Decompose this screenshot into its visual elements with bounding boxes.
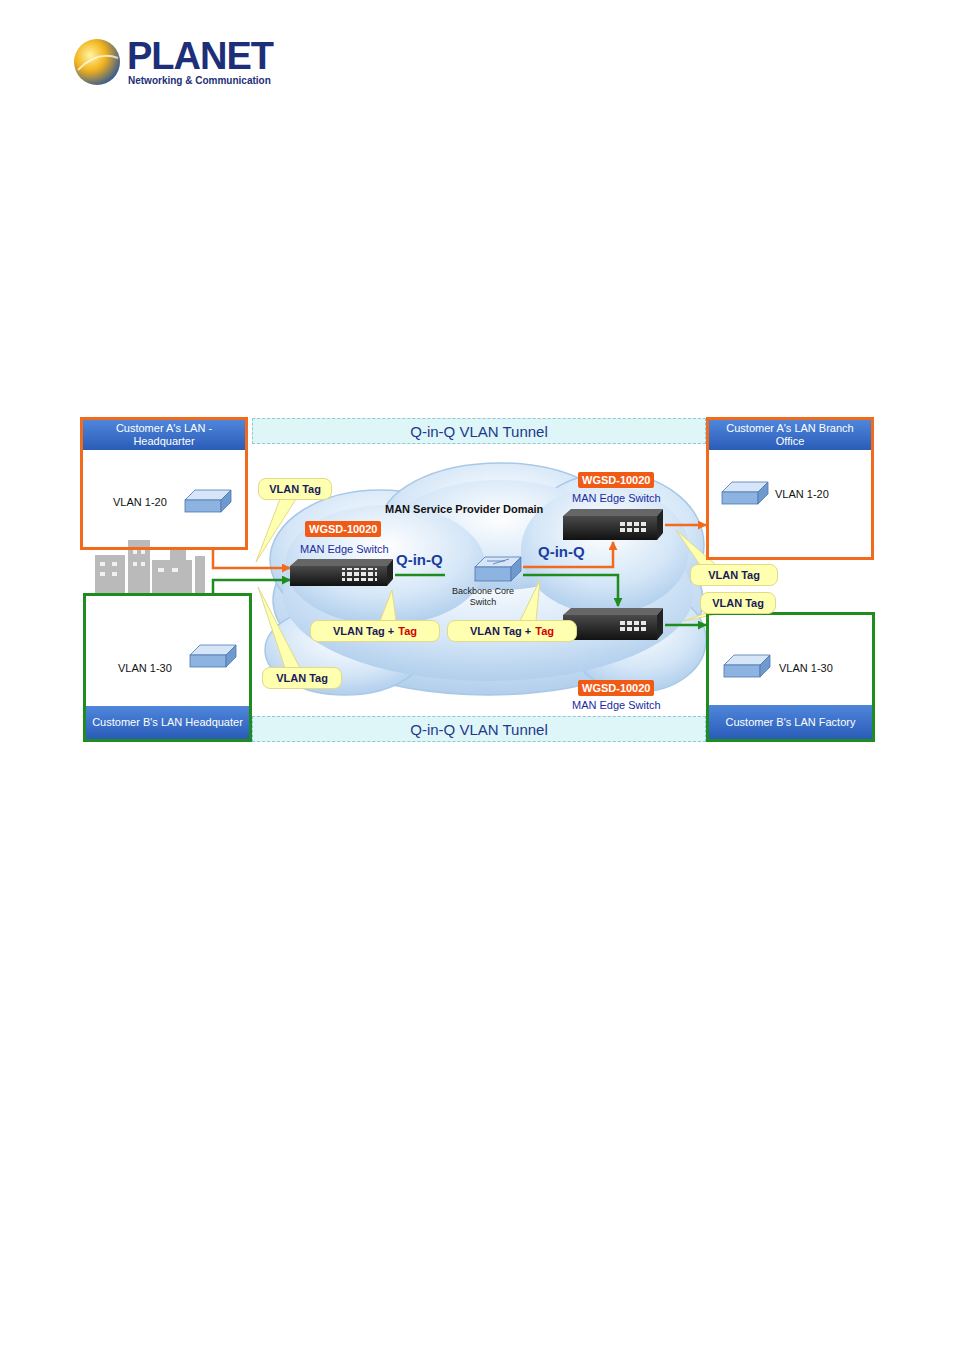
lan-switch-icon <box>185 490 231 512</box>
callout-text: VLAN Tag + <box>333 625 394 637</box>
core-switch-icon <box>475 557 521 581</box>
connector <box>665 524 706 527</box>
model-badge: WGSD-10020 <box>578 472 654 488</box>
edge-switch: WGSD-10020MAN Edge Switch <box>563 606 665 714</box>
lan-heading: Customer A's LAN Branch Office <box>709 420 871 450</box>
core-switch: Backbone Core Switch <box>445 553 523 613</box>
brand-name: PLANET <box>127 36 273 76</box>
callout-tail <box>256 499 722 668</box>
tag-callout: VLAN Tag + Tag <box>310 620 440 642</box>
cloud <box>265 463 706 695</box>
connector <box>523 575 618 606</box>
lan-heading: Customer B's LAN Headquater <box>86 706 249 739</box>
lan-heading: Customer A's LAN - Headquarter <box>83 420 245 450</box>
tag-callout: VLAN Tag <box>700 592 776 614</box>
lan-switch-icon <box>190 645 236 667</box>
brand-tagline: Networking & Communication <box>128 75 271 86</box>
edge-label: Q-in-Q <box>538 543 585 560</box>
edge-label: Q-in-Q <box>396 551 443 568</box>
switch-role: MAN Edge Switch <box>300 543 389 555</box>
lan-box: Customer A's LAN Branch OfficeVLAN 1-20 <box>706 417 874 560</box>
connector <box>523 542 613 567</box>
callout-text: Tag <box>535 625 554 637</box>
vlan-range: VLAN 1-30 <box>118 662 172 674</box>
callout-text: VLAN Tag <box>276 672 328 684</box>
edge-switch-device <box>290 559 393 586</box>
lan-box: Customer A's LAN - HeadquarterVLAN 1-20 <box>80 417 248 550</box>
switch-role: MAN Edge Switch <box>572 699 661 711</box>
tunnel-band: Q-in-Q VLAN Tunnel <box>252 418 706 444</box>
tag-callout: VLAN Tag <box>258 478 332 500</box>
edge-switch-device <box>563 608 663 640</box>
lan-heading: Customer B's LAN Factory <box>709 705 872 739</box>
logo-globe <box>74 39 120 85</box>
tag-callout: VLAN Tag <box>690 564 778 586</box>
vlan-range: VLAN 1-20 <box>113 496 167 508</box>
tag-callout: VLAN Tag <box>262 667 342 689</box>
connector <box>665 624 706 627</box>
vlan-range: VLAN 1-20 <box>775 488 829 500</box>
connector <box>395 574 445 577</box>
lan-box: VLAN 1-30Customer B's LAN Headquater <box>83 593 252 742</box>
callout-text: VLAN Tag <box>712 597 764 609</box>
callout-text: VLAN Tag <box>708 569 760 581</box>
lan-switch-icon <box>722 482 768 504</box>
tunnel-band: Q-in-Q VLAN Tunnel <box>252 716 706 742</box>
edge-switch: WGSD-10020MAN Edge Switch <box>563 472 665 542</box>
edge-switch-device <box>563 509 663 540</box>
tag-callout: VLAN Tag + Tag <box>447 620 577 642</box>
lan-switch-icon <box>724 655 770 677</box>
lan-box: VLAN 1-30Customer B's LAN Factory <box>706 612 875 742</box>
connector <box>213 580 290 593</box>
switch-role: Backbone Core Switch <box>449 586 517 608</box>
callout-text: VLAN Tag + <box>470 625 531 637</box>
switch-role: MAN Edge Switch <box>572 492 661 504</box>
tunnel-label: Q-in-Q VLAN Tunnel <box>410 423 548 440</box>
edge-switch: WGSD-10020MAN Edge Switch <box>290 521 395 588</box>
model-badge: WGSD-10020 <box>578 680 654 696</box>
tunnel-label: Q-in-Q VLAN Tunnel <box>410 721 548 738</box>
vlan-range: VLAN 1-30 <box>779 662 833 674</box>
model-badge: WGSD-10020 <box>305 521 381 537</box>
connector <box>213 550 290 568</box>
cloud-label: MAN Service Provider Domain <box>385 503 543 515</box>
callout-text: VLAN Tag <box>269 483 321 495</box>
callout-text: Tag <box>398 625 417 637</box>
